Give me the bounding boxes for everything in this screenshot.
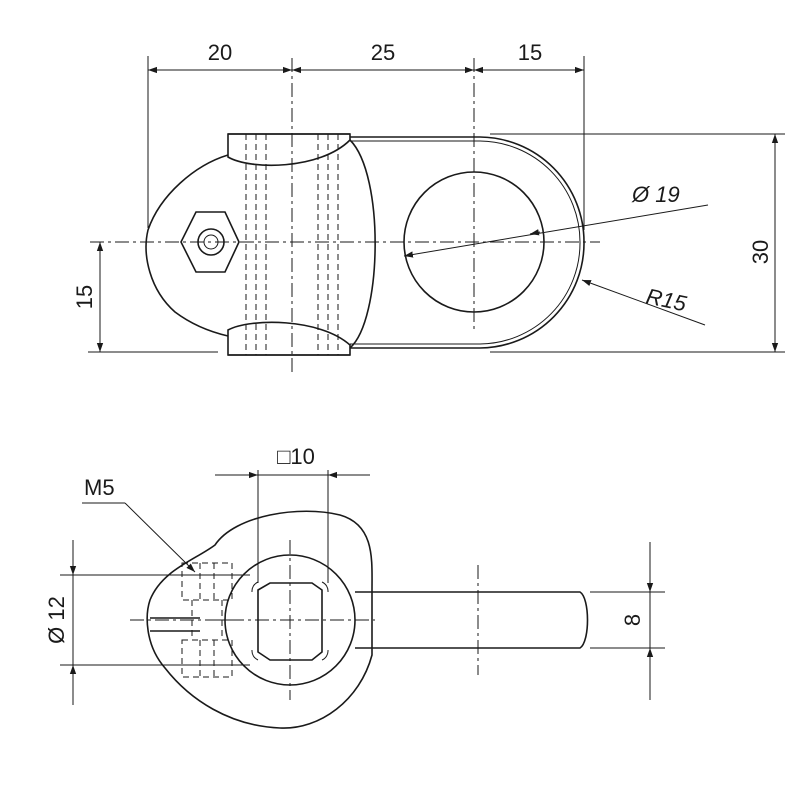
dim-dia-19-label: Ø 19 xyxy=(631,182,680,207)
dia-19-leader xyxy=(403,204,709,258)
dim-25-label: 25 xyxy=(371,40,395,65)
square-socket xyxy=(257,582,323,661)
left-lug-outline xyxy=(145,154,229,337)
m5-leader xyxy=(124,502,196,573)
dim-r15-label: R15 xyxy=(644,283,689,316)
screw-bottom-hidden xyxy=(181,639,233,678)
dim-20-label: 20 xyxy=(208,40,232,65)
dim-30-label: 30 xyxy=(748,240,773,264)
clamp-body-bottom xyxy=(227,321,351,356)
dim-dia-12-label: Ø 12 xyxy=(44,596,69,644)
top-view: 20 25 15 30 15 Ø 19 R15 xyxy=(72,40,785,372)
dim-15-top-label: 15 xyxy=(518,40,542,65)
screw-top-hidden xyxy=(181,562,233,601)
dim-m5-label: M5 xyxy=(84,475,115,500)
shaft xyxy=(355,591,589,649)
dim-15-side-label: 15 xyxy=(72,285,97,309)
dim-square-10-label: □10 xyxy=(277,444,315,469)
dim-8-label: 8 xyxy=(620,614,645,626)
r15-leader xyxy=(581,279,706,326)
side-view: □10 M5 Ø 12 8 xyxy=(44,444,665,729)
side-body-outline xyxy=(146,510,373,729)
hex-nut xyxy=(180,211,240,273)
sleeve-boundary xyxy=(349,139,376,349)
